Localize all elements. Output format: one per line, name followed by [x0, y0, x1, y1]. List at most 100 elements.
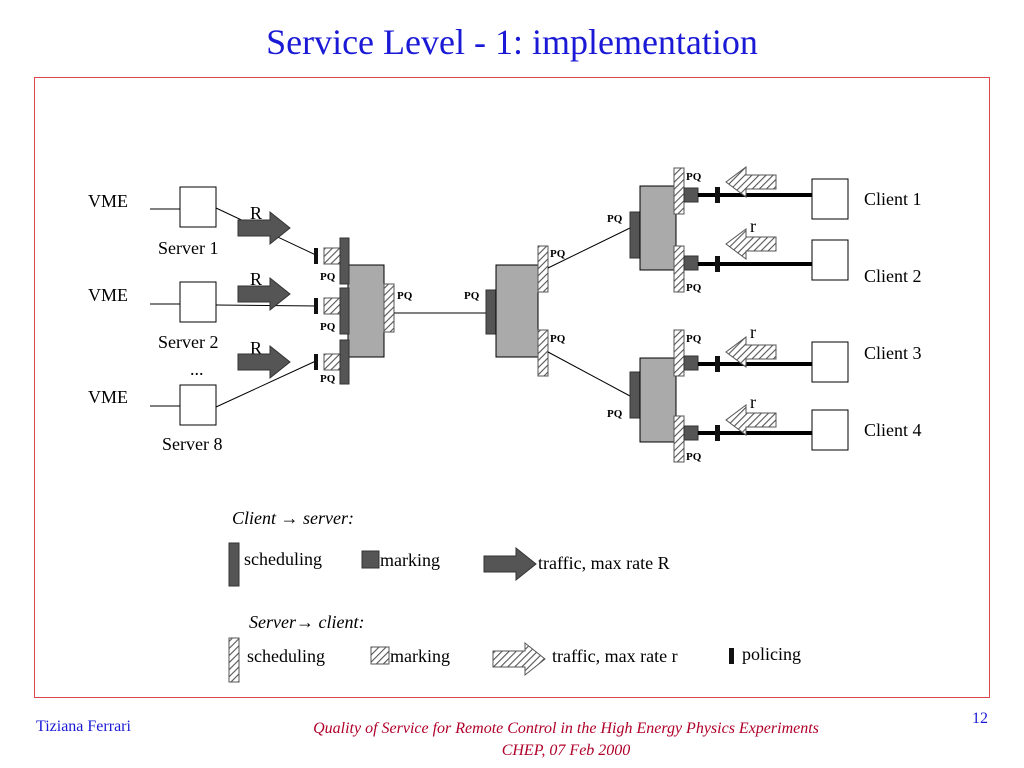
client-4-rate-label: r — [750, 392, 756, 412]
client-1-box — [811, 178, 849, 220]
scheduling-block-dark — [629, 211, 641, 259]
legend-traffic-label-2: traffic, max rate r — [552, 646, 678, 666]
legend-marking-dark — [361, 550, 380, 569]
footer-author: Tiziana Ferrari — [36, 718, 131, 735]
client-3-rate-label: r — [750, 322, 756, 342]
traffic-arrow-R-1 — [237, 210, 291, 246]
server-1-vme-label: VME — [88, 191, 128, 211]
legend-traffic-label: traffic, max rate R — [538, 553, 670, 573]
pq-label: PQ — [607, 213, 623, 225]
lower-router-body — [639, 357, 677, 443]
client-3-box — [811, 341, 849, 383]
scheduling-block-dark — [485, 289, 497, 335]
pq-label: PQ — [464, 290, 480, 302]
upper-router-body — [639, 185, 677, 271]
pq-label: PQ — [607, 408, 623, 420]
marking-block-hatched — [323, 297, 341, 315]
scheduling-block-dark — [339, 237, 350, 285]
client-1-group: Client 1 — [725, 166, 922, 220]
policing-mark — [715, 425, 720, 441]
server-8-group: VME Server 8 R — [88, 338, 319, 454]
footer-event: CHEP, 07 Feb 2000 — [501, 742, 631, 759]
pq-label: PQ — [686, 171, 702, 183]
marking-block-dark — [683, 187, 699, 203]
client-4-box — [811, 409, 849, 451]
traffic-arrow-r — [725, 404, 777, 436]
server-2-vme-label: VME — [88, 285, 128, 305]
upper-router-group: PQ PQ PQ — [607, 167, 812, 294]
pq-label: PQ — [550, 248, 566, 260]
legend-marking-label: marking — [380, 550, 440, 570]
client-3-label: Client 3 — [864, 343, 922, 363]
center-router-body — [495, 264, 539, 358]
server-8-link — [215, 359, 319, 408]
client-2-group: r Client 2 — [725, 216, 922, 286]
legend-policing-mark — [729, 648, 734, 664]
server-8-vme-label: VME — [88, 387, 128, 407]
server-1-label: Server 1 — [158, 238, 218, 258]
page-number: 12 — [972, 710, 988, 727]
traffic-arrow-R-2 — [237, 276, 291, 312]
legend-server-to-client: Server→ client: scheduling marking traff… — [228, 612, 801, 683]
pq-label: PQ — [397, 290, 413, 302]
marking-block-dark — [683, 355, 699, 371]
server-8-label: Server 8 — [162, 434, 222, 454]
server-8-box — [179, 384, 217, 426]
server-2-rate-label: R — [250, 269, 262, 289]
legend-marking-hatched — [370, 646, 390, 665]
client-4-group: r Client 4 — [725, 392, 922, 451]
pq-label: PQ — [320, 271, 336, 283]
client-2-box — [811, 239, 849, 281]
legend-traffic-arrow-r — [492, 641, 546, 677]
legend-client-server-heading: Client → server: — [232, 508, 354, 528]
scheduling-block-hatched — [673, 245, 685, 293]
server-2-label: Server 2 — [158, 332, 218, 352]
marking-block-dark — [683, 425, 699, 441]
marking-block-hatched — [323, 353, 341, 371]
policing-mark — [715, 356, 720, 372]
policing-mark — [715, 256, 720, 272]
client-1-label: Client 1 — [864, 189, 922, 209]
scheduling-block-dark — [339, 287, 350, 335]
server-2-link — [215, 304, 319, 307]
slide-title: Service Level - 1: implementation — [266, 22, 758, 62]
legend-marking-label-2: marking — [390, 646, 450, 666]
lower-branch-link — [547, 351, 631, 397]
traffic-arrow-r — [725, 336, 777, 368]
legend-traffic-arrow-R — [483, 546, 537, 582]
legend-client-to-server: Client → server: scheduling marking traf… — [228, 508, 670, 587]
footer-talk-title: Quality of Service for Remote Control in… — [313, 720, 819, 737]
pq-label: PQ — [686, 282, 702, 294]
legend-scheduling-label: scheduling — [244, 549, 322, 569]
pq-label: PQ — [550, 333, 566, 345]
server-1-group: VME Server 1 R — [88, 186, 319, 258]
server-2-box — [179, 281, 217, 323]
client-3-group: r Client 3 — [725, 322, 922, 383]
marking-block-dark — [683, 255, 699, 271]
pq-label: PQ — [686, 451, 702, 463]
traffic-arrow-r — [725, 166, 777, 198]
scheduling-block-hatched — [673, 415, 685, 463]
server-2-group: VME Server 2 R — [88, 269, 319, 352]
server-8-rate-label: R — [250, 338, 262, 358]
policing-mark — [715, 187, 720, 203]
diagram-frame — [34, 77, 990, 698]
center-router-group: PQ PQ PQ — [464, 245, 566, 377]
marking-block-hatched — [323, 247, 341, 265]
servers-ellipsis: ... — [190, 359, 204, 379]
scheduling-block-dark — [339, 339, 350, 385]
traffic-arrow-R-8 — [237, 344, 291, 380]
client-2-rate-label: r — [750, 216, 756, 236]
legend-policing-label: policing — [742, 644, 801, 664]
policing-mark — [314, 354, 318, 370]
scheduling-block-hatched — [673, 329, 685, 377]
policing-mark — [314, 298, 318, 314]
policing-mark — [314, 248, 318, 264]
left-router-body — [347, 264, 385, 358]
scheduling-block-dark — [629, 371, 641, 419]
legend-server-client-heading: Server→ client: — [249, 612, 364, 632]
legend-scheduling-hatched — [228, 637, 240, 683]
pq-label: PQ — [686, 333, 702, 345]
legend-scheduling-label-2: scheduling — [247, 646, 325, 666]
